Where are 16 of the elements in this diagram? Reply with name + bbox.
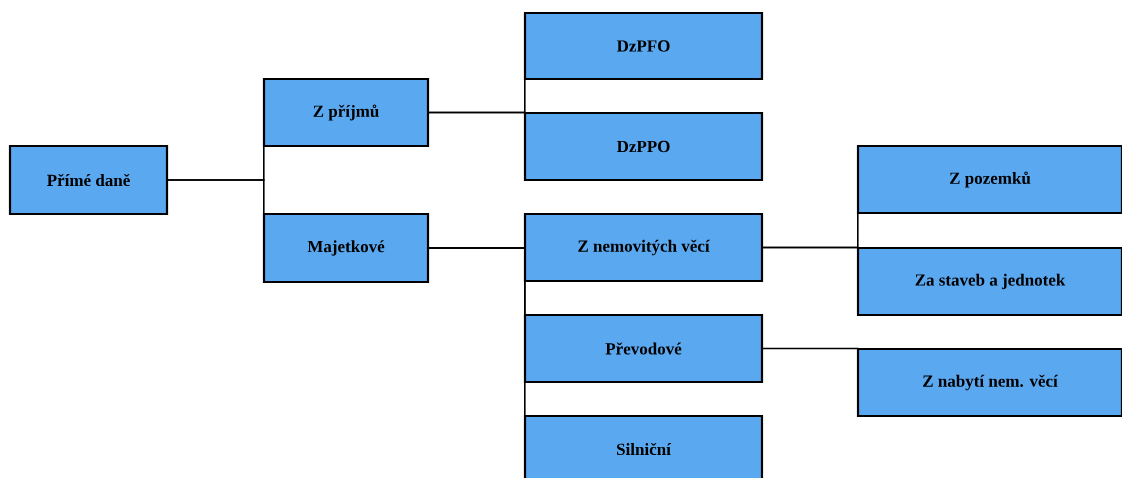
box: Z nemovitých věcí (523, 212, 764, 283)
box: DzPFO (523, 11, 764, 81)
box: Z pozemků (856, 144, 1122, 215)
box: DzPPO (523, 111, 764, 182)
box: Majetkové (262, 212, 430, 284)
box: Z příjmů (262, 77, 430, 148)
connector (761, 347, 859, 350)
connector (427, 247, 526, 417)
box: Přímé daně (8, 144, 169, 216)
box: Z nabytí nem. věcí (856, 347, 1122, 418)
box: Za staveb a jednotek (856, 246, 1122, 317)
box: Silniční (523, 414, 764, 478)
connector (427, 111, 526, 114)
connector (166, 179, 265, 215)
box: Převodové (523, 313, 764, 384)
connector (761, 246, 859, 249)
